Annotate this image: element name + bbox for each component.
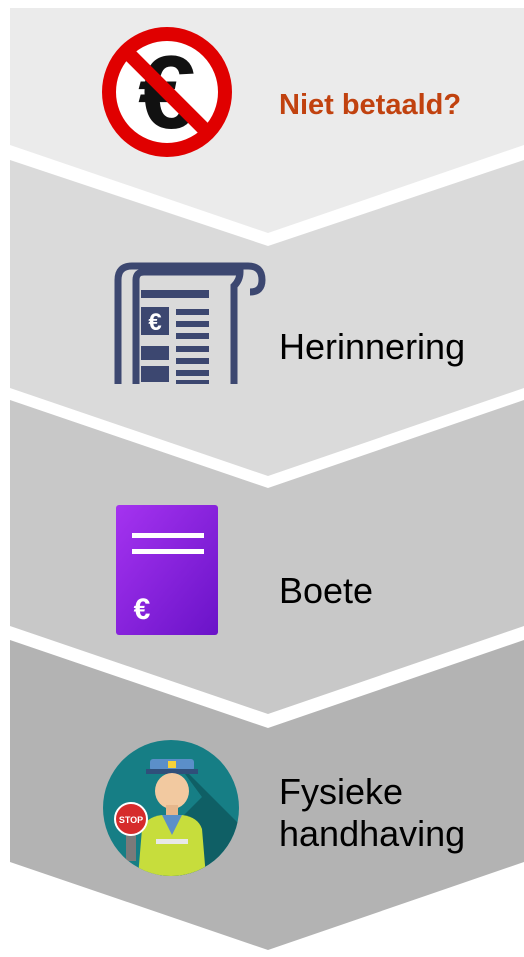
no-euro-icon: € [102, 27, 232, 157]
step-4-label-line-1: Fysieke [279, 771, 404, 812]
step-4-label: Fysieke handhaving [279, 771, 465, 855]
chevron-step-4 [10, 640, 524, 950]
traffic-officer-icon: STOP [103, 740, 239, 876]
step-2-label: Herinnering [279, 326, 466, 367]
fine-document-icon: € [116, 505, 218, 635]
svg-text:€: € [148, 309, 161, 336]
svg-text:€: € [134, 593, 151, 626]
step-1-label: Niet betaald? [279, 89, 462, 121]
svg-text:STOP: STOP [119, 815, 143, 825]
step-4-label-line-2: handhaving [279, 813, 466, 854]
step-3-label: Boete [279, 570, 374, 611]
chevron-step-3 [10, 400, 524, 714]
invoice-reminder-icon: € [114, 262, 266, 384]
chevron-step-2 [10, 160, 524, 476]
